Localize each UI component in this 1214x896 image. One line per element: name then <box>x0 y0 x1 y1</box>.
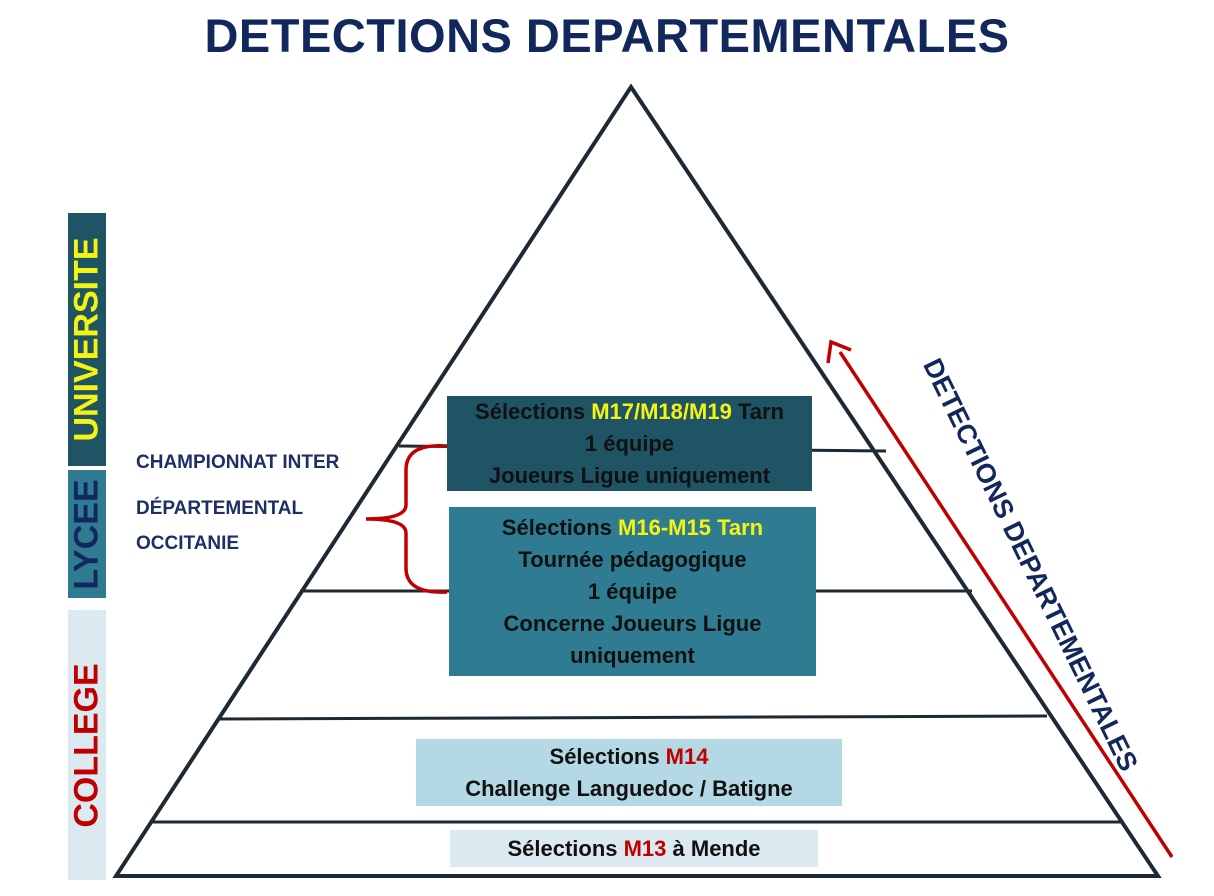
level-m13-suffix: à Mende <box>666 835 761 861</box>
level-m13-heading: Sélections M13 à Mende <box>450 833 818 865</box>
band-universite-label: UNIVERSITE <box>67 237 106 442</box>
level-m14-prefix: Sélections <box>549 743 666 769</box>
band-college-label: COLLEGE <box>67 662 106 828</box>
level-m17-suffix: Tarn <box>731 398 784 424</box>
band-lycee-label: LYCEE <box>67 478 106 590</box>
band-college: COLLEGE <box>68 610 106 880</box>
level-m16-prefix: Sélections <box>501 514 619 540</box>
band-universite: UNIVERSITE <box>68 213 106 466</box>
level-m14-heading: Sélections M14 <box>416 741 842 773</box>
championnat-line-1: CHAMPIONNAT INTER <box>136 452 340 473</box>
level-m16-line: uniquement <box>570 642 695 668</box>
championnat-line-3: OCCITANIE <box>136 533 240 554</box>
level-m17-highlight: M17/M18/M19 <box>591 398 732 424</box>
level-m13-prefix: Sélections <box>507 835 624 861</box>
level-m17-heading: Sélections M17/M18/M19 Tarn <box>447 396 812 428</box>
level-m17-prefix: Sélections <box>475 398 592 424</box>
pyramid-divider-3 <box>217 714 1048 721</box>
level-m14-highlight: M14 <box>665 743 709 769</box>
level-m16-line: Tournée pédagogique <box>518 546 747 572</box>
level-m16-heading: Sélections M16-M15 Tarn <box>449 512 816 544</box>
championnat-line-2: DÉPARTEMENTAL <box>136 498 304 519</box>
up-arrow-head <box>826 339 852 364</box>
band-lycee: LYCEE <box>68 470 106 598</box>
level-m16-line: 1 équipe <box>587 578 678 604</box>
up-arrow-shaft <box>838 351 1174 858</box>
level-m16-line: Concerne Joueurs Ligue <box>503 610 762 636</box>
level-m17-line: 1 équipe <box>584 430 675 456</box>
level-m13-box: Sélections M13 à Mende <box>450 830 818 867</box>
level-m17-box: Sélections M17/M18/M19 Tarn 1 équipe Jou… <box>447 396 812 491</box>
level-m16-box: Sélections M16-M15 Tarn Tournée pédagogi… <box>449 507 816 676</box>
page-title: DETECTIONS DEPARTEMENTALES <box>204 9 1010 62</box>
level-m16-highlight: M16-M15 Tarn <box>618 514 764 540</box>
level-m17-line: Joueurs Ligue uniquement <box>488 462 771 488</box>
curly-brace <box>365 443 448 594</box>
level-m14-box: Sélections M14 Challenge Languedoc / Bat… <box>416 739 842 806</box>
level-m13-highlight: M13 <box>623 835 667 861</box>
level-m14-line: Challenge Languedoc / Batigne <box>465 775 793 801</box>
